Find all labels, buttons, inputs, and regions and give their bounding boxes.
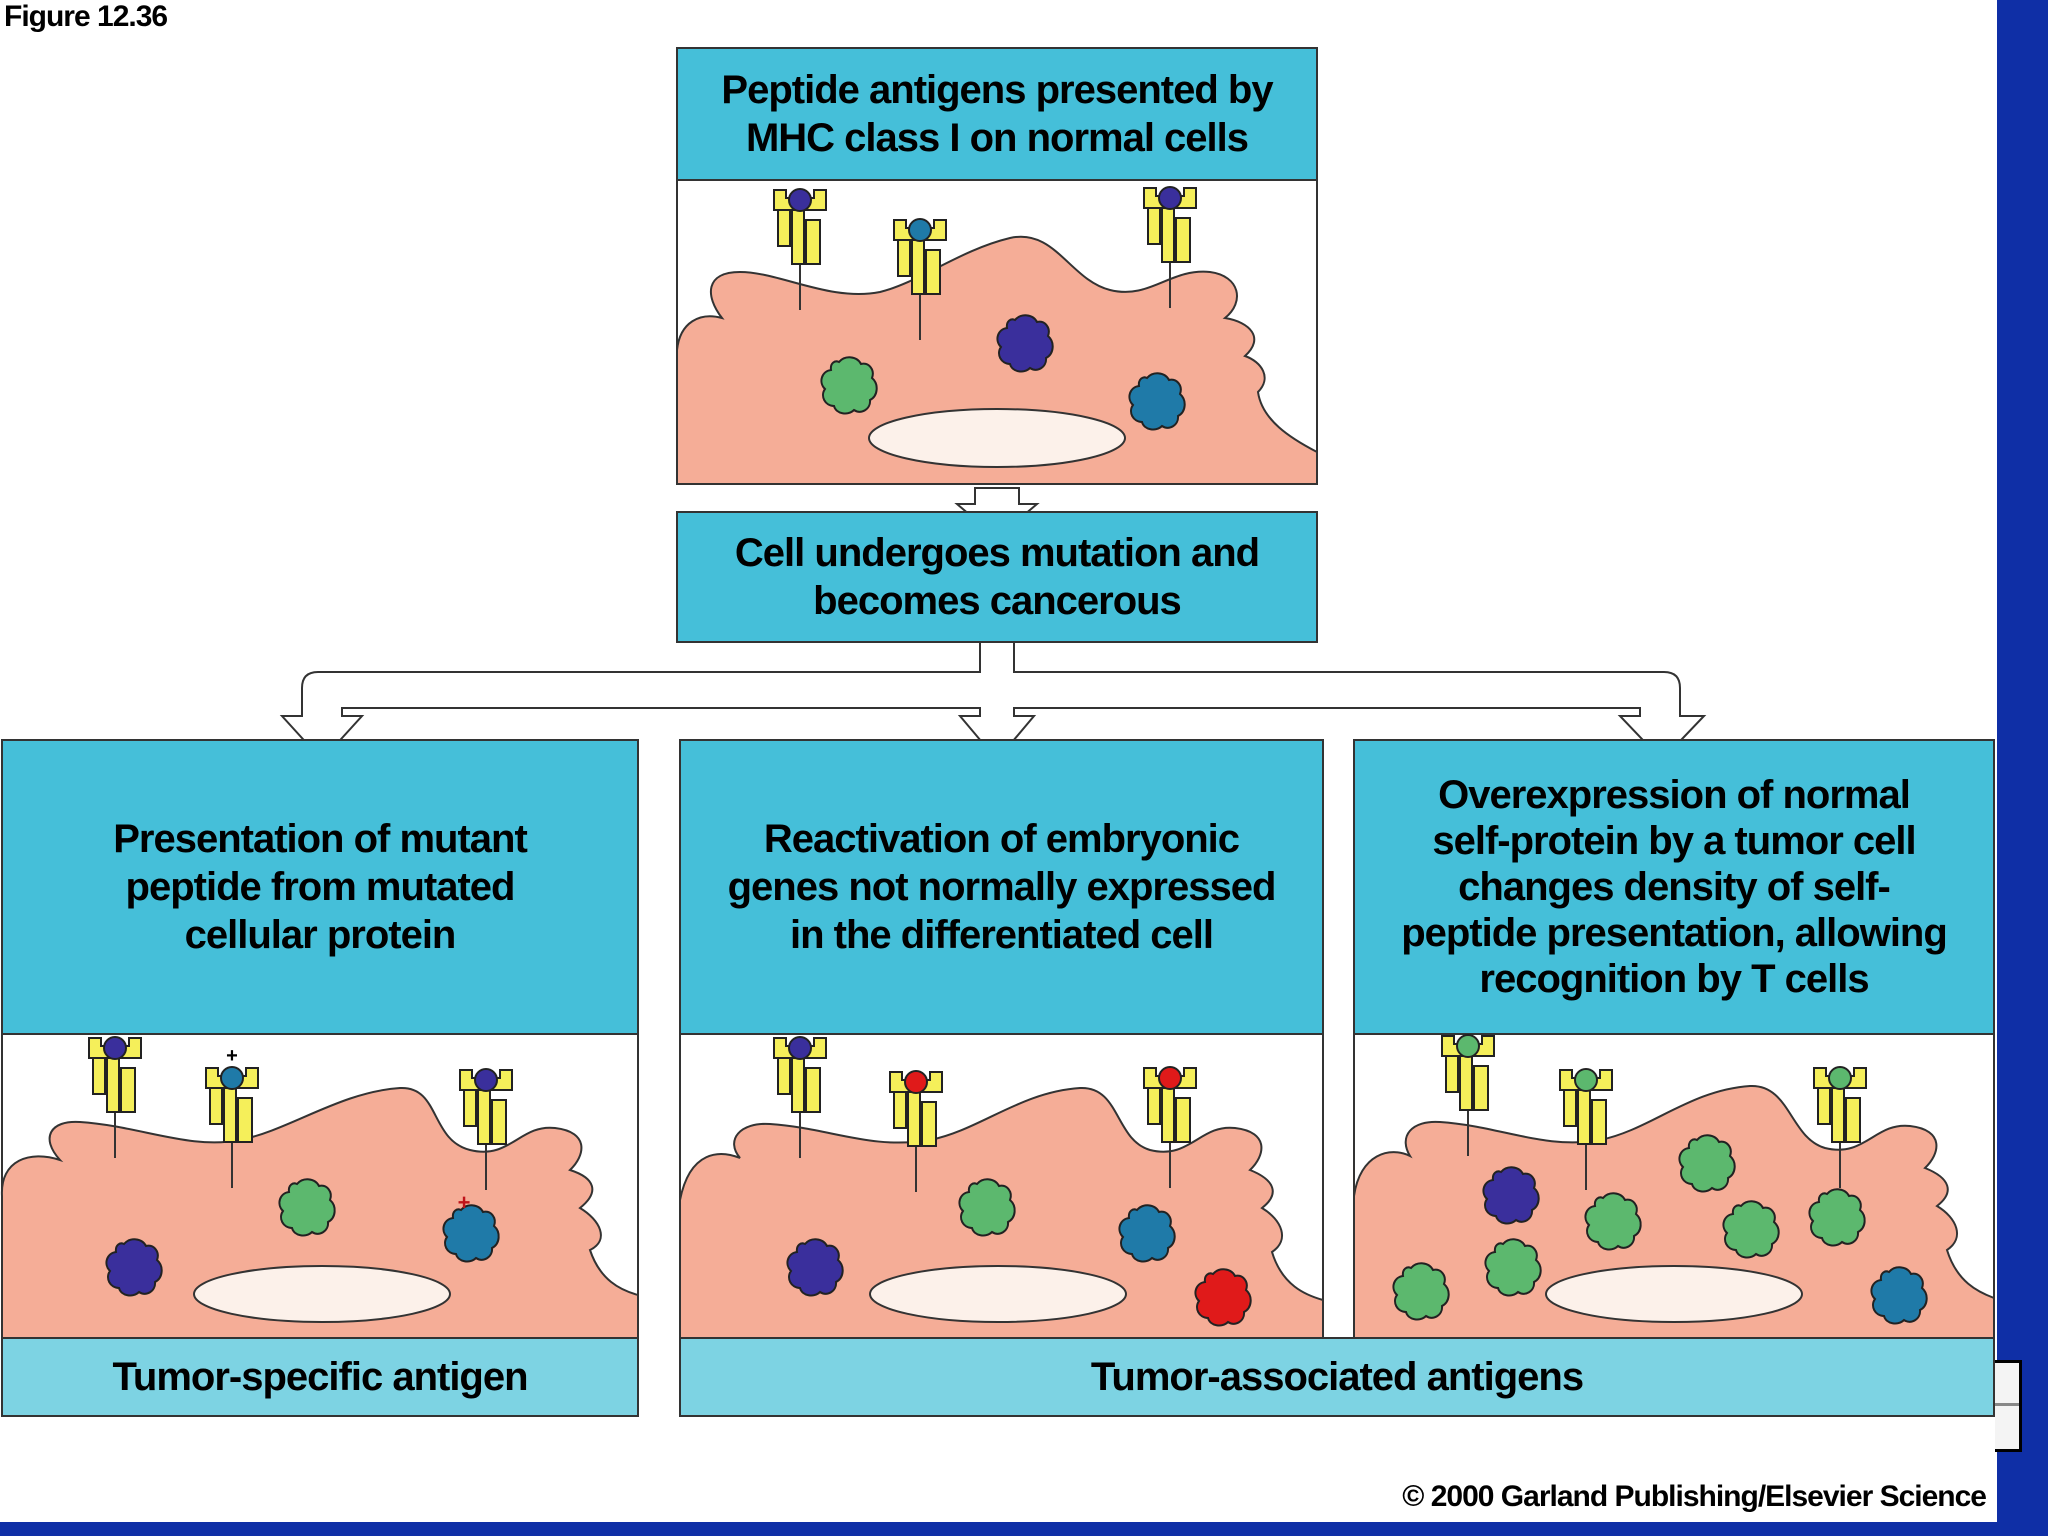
panel-embryonic-genes (679, 739, 1324, 1339)
copyright-notice: © 2000 Garland Publishing/Elsevier Scien… (1402, 1480, 1987, 1513)
slide-nav-widget[interactable] (1995, 1360, 2022, 1452)
nucleus (193, 1265, 451, 1323)
branch-arrows (279, 641, 1707, 762)
tumor-associated-label: Tumor-associated antigens (1090, 1355, 1584, 1399)
panel-2-title: Reactivation of embryonic genes not norm… (727, 817, 1277, 957)
tumor-specific-label: Tumor-specific antigen (112, 1355, 528, 1399)
mhc-class-i (88, 1036, 142, 1159)
slide-bottom-bar (0, 1522, 2048, 1536)
mhc-class-i (773, 1036, 827, 1159)
panel-1-title: Presentation of mutant peptide from muta… (113, 817, 528, 957)
peptide-purple (1158, 186, 1182, 210)
mhc-class-i (459, 1068, 513, 1191)
peptide-teal (908, 218, 932, 242)
nucleus (868, 408, 1126, 468)
mhc-class-i (1559, 1068, 1613, 1191)
mhc-class-i-mutant: + (205, 1045, 259, 1189)
mhc-class-i-embryonic (1143, 1066, 1197, 1189)
figure-label: Figure 12.36 (4, 0, 168, 33)
nucleus (1545, 1265, 1803, 1323)
middle-box-title: Cell undergoes mutation and becomes canc… (734, 531, 1260, 623)
mhc-class-i (773, 188, 827, 311)
mutant-protein: + (442, 1190, 500, 1263)
top-box-header (676, 47, 1318, 181)
mhc-class-i (1143, 186, 1197, 309)
panel-mutant-peptide: + + (0, 739, 639, 1417)
peptide-purple (788, 188, 812, 212)
antigen-diagram: + + (0, 47, 1995, 1417)
svg-text:+: + (226, 1045, 238, 1067)
svg-text:+: + (458, 1190, 471, 1215)
top-box-title: Peptide antigens presented by MHC class … (721, 68, 1273, 160)
panel-3-title: Overexpression of normal self-protein by… (1401, 773, 1948, 1001)
mhc-class-i-embryonic (889, 1070, 943, 1193)
mhc-class-i (893, 218, 947, 341)
label-box (679, 1337, 1995, 1417)
slide-side-bar (1997, 0, 2048, 1536)
label-box (1, 1337, 639, 1417)
mhc-class-i (1813, 1066, 1867, 1189)
nucleus (869, 1265, 1127, 1323)
top-box (676, 47, 1318, 485)
mhc-class-i (1441, 1034, 1495, 1157)
panel-overexpression (1353, 739, 1995, 1339)
